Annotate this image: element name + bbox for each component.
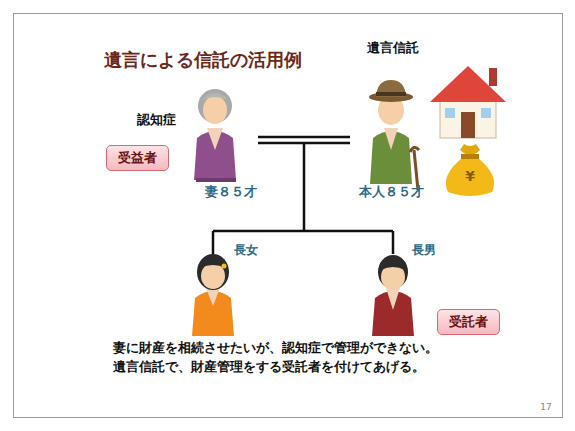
wife-figure: [194, 89, 236, 182]
house-icon: [430, 66, 506, 138]
condition-label: 認知症: [137, 112, 176, 128]
son-figure: [372, 255, 414, 336]
person-label: 長女: [234, 243, 258, 257]
role-box: 受託者: [437, 309, 500, 335]
slide-title: 遺言による信託の活用例: [104, 49, 302, 71]
explanation-text: 遺言信託で、財産管理をする受託者を付けてあげる。: [113, 359, 425, 375]
role-label: 受託者: [449, 313, 488, 331]
person-label: 長男: [412, 243, 436, 257]
note-label: 遺言信託: [367, 40, 419, 56]
currency-symbol: ¥: [465, 168, 475, 185]
money-bag-icon: [446, 144, 494, 196]
person-label: 妻８５才: [205, 184, 257, 200]
slide-frame: [14, 14, 563, 418]
role-label: 受益者: [118, 149, 157, 167]
person-label: 本人８５才: [359, 184, 424, 200]
role-box: 受益者: [106, 145, 169, 171]
explanation-text: 妻に財産を相続させたいが、認知症で管理ができない。: [113, 340, 438, 356]
husband-figure: [369, 80, 419, 190]
page-number: 17: [540, 402, 551, 413]
daughter-figure: [192, 254, 234, 336]
